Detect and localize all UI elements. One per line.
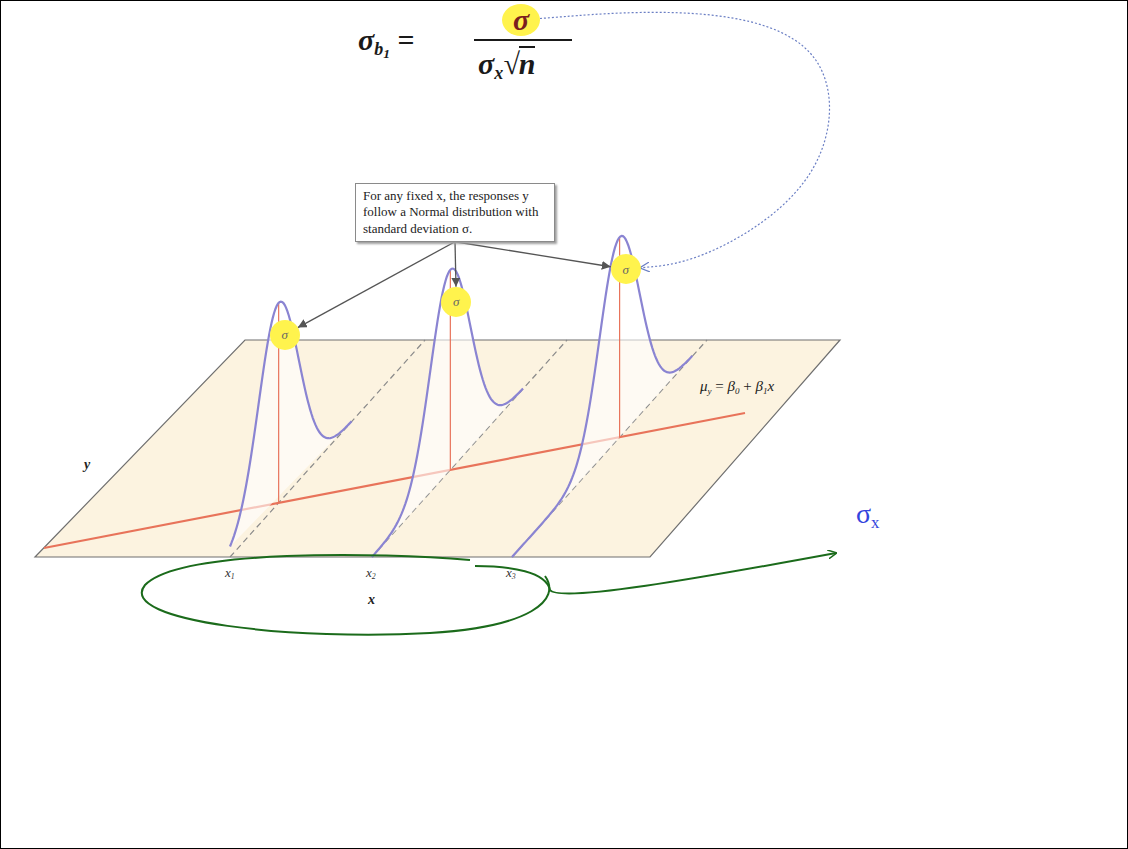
line-equation: β	[728, 379, 735, 394]
formula-text: n	[519, 46, 536, 79]
regression-plane	[35, 236, 840, 557]
handwritten-note: σ	[856, 500, 871, 528]
highlighted-sigma: σ	[611, 254, 641, 284]
sigma-symbol: σ	[453, 295, 459, 308]
formula-text: √	[503, 49, 519, 79]
x-value-label: x	[225, 566, 231, 579]
formula-text-group: σb1=	[358, 25, 422, 55]
callout-text: For any fixed x, the responses y follow …	[363, 188, 547, 237]
axis-label-group: y	[84, 458, 90, 472]
highlighted-sigma: σ	[441, 287, 471, 317]
sigma-symbol: σ	[281, 328, 287, 341]
line-equation: y	[708, 387, 712, 396]
formula-text-group: σx√n	[478, 46, 535, 79]
x-value-label: 2	[372, 573, 376, 581]
formula-text: b	[374, 40, 383, 58]
callout-box: For any fixed x, the responses y follow …	[355, 183, 555, 242]
callout-arrow	[298, 242, 455, 328]
axis-label-group: x	[368, 593, 375, 607]
highlighted-sigma: σ	[270, 320, 300, 350]
fraction-bar	[474, 39, 572, 41]
callout-arrow	[454, 242, 456, 287]
line-equation: β	[755, 379, 762, 394]
formula-text: x	[494, 64, 503, 82]
axis-label: x	[368, 593, 375, 607]
dotted-pointer	[540, 12, 830, 267]
green-pointer	[475, 553, 836, 594]
x-value-label: x	[366, 566, 372, 579]
bell-fill	[372, 269, 523, 557]
bell-fill	[230, 302, 352, 547]
bell-fill	[512, 236, 692, 557]
line-equation: 0	[735, 387, 740, 396]
formula-text: σ	[478, 49, 494, 79]
line-equation: +	[743, 379, 751, 394]
highlighted-sigma: σ	[502, 4, 540, 36]
line-equation: x	[767, 379, 774, 394]
callout-arrow	[455, 242, 611, 267]
x-value-label: 1	[231, 573, 235, 581]
handwritten-note: x	[871, 515, 879, 532]
line-equation-group: μy=β0+β1x	[700, 379, 774, 394]
normal-curve	[512, 236, 692, 557]
x-value-label: x	[506, 566, 512, 579]
handwritten-note-group: σx	[856, 500, 879, 528]
line-equation: μ	[700, 379, 708, 394]
line-equation: =	[715, 379, 723, 394]
formula-text: 1	[383, 47, 390, 61]
normal-curve	[372, 269, 523, 557]
sigma-symbol: σ	[513, 5, 529, 35]
formula-text: σ	[358, 25, 374, 55]
axis-label: y	[84, 458, 90, 472]
x-value-label-group: x2	[366, 566, 376, 579]
x-value-label-group: x1	[225, 566, 235, 579]
normal-curve	[230, 302, 352, 547]
x-value-label: 3	[512, 573, 516, 581]
x-value-label-group: x3	[506, 566, 516, 579]
formula-text: =	[397, 25, 414, 55]
sigma-symbol: σ	[622, 263, 628, 276]
line-equation: 1	[763, 387, 768, 396]
